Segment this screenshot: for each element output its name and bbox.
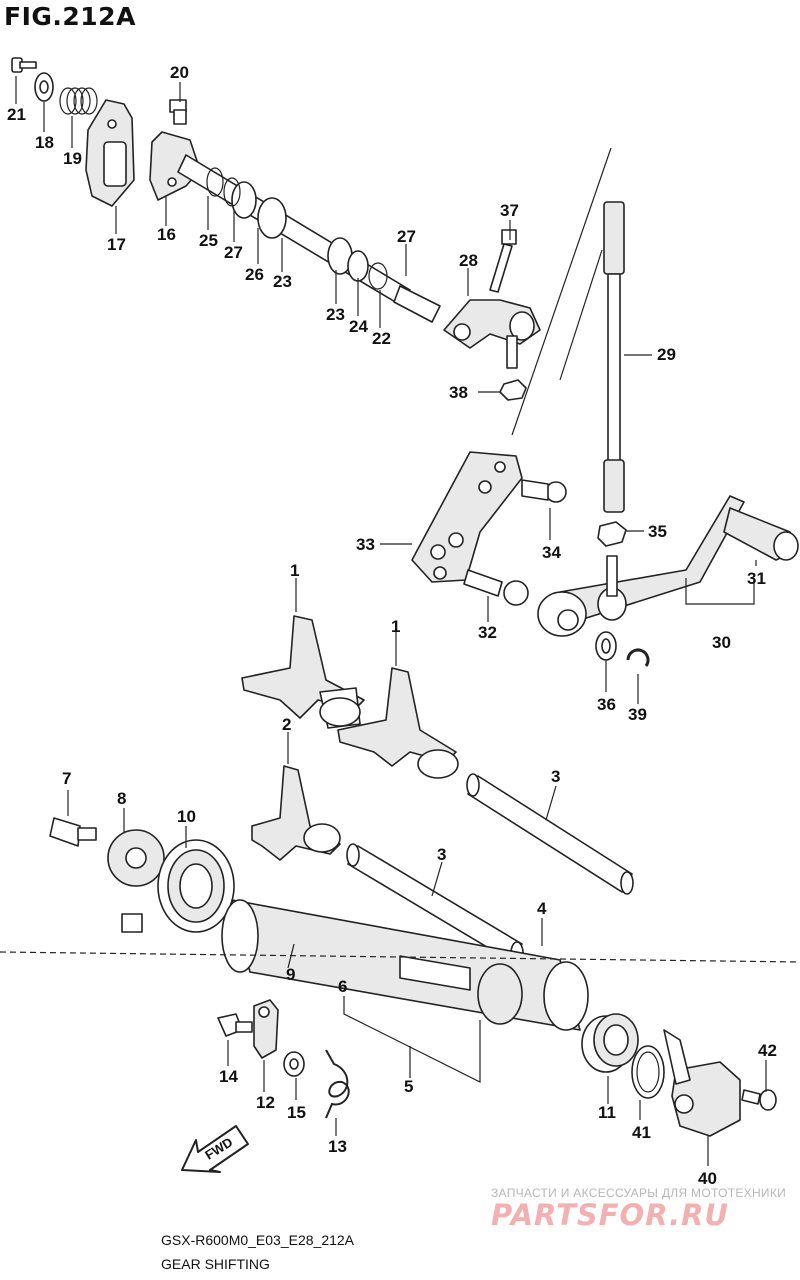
callout-1-upper[interactable]: 1 — [290, 561, 300, 580]
callout-1-lower[interactable]: 1 — [391, 617, 401, 636]
callout-23-right[interactable]: 23 — [326, 305, 345, 324]
callout-38[interactable]: 38 — [449, 383, 468, 402]
model-code: GSX-R600M0_E03_E28_212A — [161, 1232, 355, 1248]
rod-29 — [603, 201, 625, 513]
bearing-11 — [581, 1013, 639, 1073]
callout-31[interactable]: 31 — [747, 569, 766, 588]
callout-8[interactable]: 8 — [117, 789, 127, 808]
cam-plate-8 — [107, 829, 165, 887]
callout-20[interactable]: 20 — [170, 63, 189, 82]
callout-37[interactable]: 37 — [500, 201, 519, 220]
callout-35[interactable]: 35 — [648, 522, 667, 541]
callout-3-lower[interactable]: 3 — [437, 845, 447, 864]
dashed-axis — [0, 951, 800, 963]
callout-28[interactable]: 28 — [459, 251, 478, 270]
callout-21[interactable]: 21 — [7, 105, 26, 124]
callout-27-left[interactable]: 27 — [224, 243, 243, 262]
bolt-37 — [489, 229, 517, 293]
footpeg-rubber-31 — [723, 507, 799, 561]
callout-14[interactable]: 14 — [219, 1067, 238, 1086]
shift-drum-9 — [221, 899, 589, 1031]
nut-35 — [597, 521, 627, 547]
washer-18 — [34, 72, 54, 102]
callout-16[interactable]: 16 — [157, 225, 176, 244]
stopper-lever-12 — [253, 999, 279, 1059]
callout-26[interactable]: 26 — [245, 265, 264, 284]
shift-shaft — [177, 154, 441, 323]
fork-rod-3-upper — [466, 773, 634, 895]
watermark-brand: PARTSFOR.RU — [491, 1198, 729, 1232]
guide-line — [559, 249, 603, 381]
bearing-10 — [157, 839, 235, 933]
sensor-40 — [663, 1029, 741, 1137]
pivot-bolt-32 — [463, 569, 529, 606]
watermark-subtitle: ЗАПЧАСТИ И АКСЕССУАРЫ ДЛЯ МОТОТЕХНИКИ — [491, 1186, 787, 1200]
bolt-34 — [521, 479, 567, 503]
clip-39 — [626, 648, 650, 667]
callout-15[interactable]: 15 — [287, 1103, 306, 1122]
callout-9[interactable]: 9 — [286, 965, 296, 984]
callout-22[interactable]: 22 — [372, 329, 391, 348]
callout-19[interactable]: 19 — [63, 149, 82, 168]
callout-7[interactable]: 7 — [62, 769, 72, 788]
callout-34[interactable]: 34 — [542, 543, 561, 562]
pedal-30 — [537, 495, 745, 637]
fwd-arrow-icon — [181, 1125, 249, 1173]
callout-11[interactable]: 11 — [598, 1103, 616, 1122]
callout-36[interactable]: 36 — [597, 695, 616, 714]
spring-13 — [325, 1049, 350, 1119]
o-ring-41 — [631, 1045, 665, 1099]
figure-caption: GEAR SHIFTING — [161, 1256, 270, 1272]
callout-41[interactable]: 41 — [632, 1123, 651, 1142]
washer-36 — [595, 631, 617, 661]
shift-fork-1-upper — [241, 615, 365, 729]
bracket-33 — [411, 451, 523, 583]
callout-29[interactable]: 29 — [657, 345, 676, 364]
leader-lines — [15, 76, 767, 1166]
bolt-21 — [11, 57, 37, 73]
bolt-14 — [217, 1013, 253, 1037]
plate-17 — [85, 99, 135, 207]
callout-4[interactable]: 4 — [537, 899, 547, 918]
callout-13[interactable]: 13 — [328, 1137, 347, 1156]
callout-23-left[interactable]: 23 — [273, 272, 292, 291]
callout-10[interactable]: 10 — [177, 807, 196, 826]
callout-18[interactable]: 18 — [35, 133, 54, 152]
bolt-small-drum — [121, 913, 143, 933]
callout-6[interactable]: 6 — [338, 977, 348, 996]
shift-fork-1-lower — [337, 667, 459, 779]
bolt-20 — [169, 99, 187, 125]
spring-19 — [59, 87, 98, 115]
bolt-42 — [741, 1089, 777, 1111]
guide-line — [511, 147, 612, 436]
callout-12[interactable]: 12 — [256, 1093, 275, 1112]
bracket-line-30 — [685, 578, 755, 605]
shift-fork-2 — [251, 765, 341, 861]
callout-2[interactable]: 2 — [282, 715, 292, 734]
callout-33[interactable]: 33 — [356, 535, 375, 554]
callout-39[interactable]: 39 — [628, 705, 647, 724]
callout-30[interactable]: 30 — [712, 633, 731, 652]
callout-27-right[interactable]: 27 — [397, 227, 416, 246]
callout-24[interactable]: 24 — [349, 317, 368, 336]
nut-38 — [499, 379, 527, 401]
callout-40[interactable]: 40 — [698, 1169, 717, 1188]
clamp-arm-28 — [443, 299, 541, 369]
callout-25[interactable]: 25 — [199, 231, 218, 250]
callout-17[interactable]: 17 — [107, 235, 126, 254]
figure-title: FIG.212A — [4, 2, 136, 31]
callout-5[interactable]: 5 — [404, 1077, 414, 1096]
washer-15 — [283, 1051, 305, 1077]
callout-32[interactable]: 32 — [478, 623, 497, 642]
callout-42[interactable]: 42 — [758, 1041, 777, 1060]
pin-7 — [49, 817, 97, 847]
callout-3-upper[interactable]: 3 — [551, 767, 561, 786]
